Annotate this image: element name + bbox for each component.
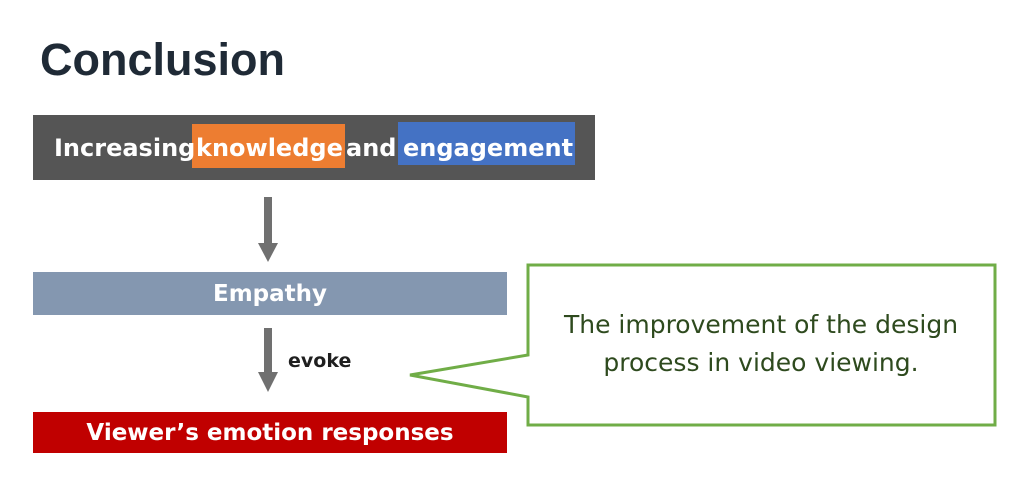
increasing-text: Increasing: [54, 133, 196, 162]
arrow-down-icon: [258, 197, 278, 262]
arrow-down-icon: [258, 328, 278, 392]
engagement-highlight: [398, 122, 575, 165]
engagement-text: engagement: [403, 133, 574, 162]
viewer-emotion-box: Viewer’s emotion responses: [33, 412, 507, 453]
knowledge-highlight: [192, 124, 345, 168]
callout-line-2: process in video viewing.: [603, 348, 919, 377]
callout-shape: [409, 263, 997, 427]
slide-title: Conclusion: [40, 34, 285, 85]
and-text: and: [346, 133, 397, 162]
callout-line-1: The improvement of the design: [563, 310, 959, 339]
knowledge-engagement-box: Increasing knowledge and engagement: [33, 115, 595, 180]
callout-text: The improvement of the design process in…: [528, 306, 994, 382]
knowledge-text: knowledge: [196, 133, 343, 162]
empathy-box: Empathy: [33, 272, 507, 315]
evoke-label: evoke: [288, 350, 352, 372]
